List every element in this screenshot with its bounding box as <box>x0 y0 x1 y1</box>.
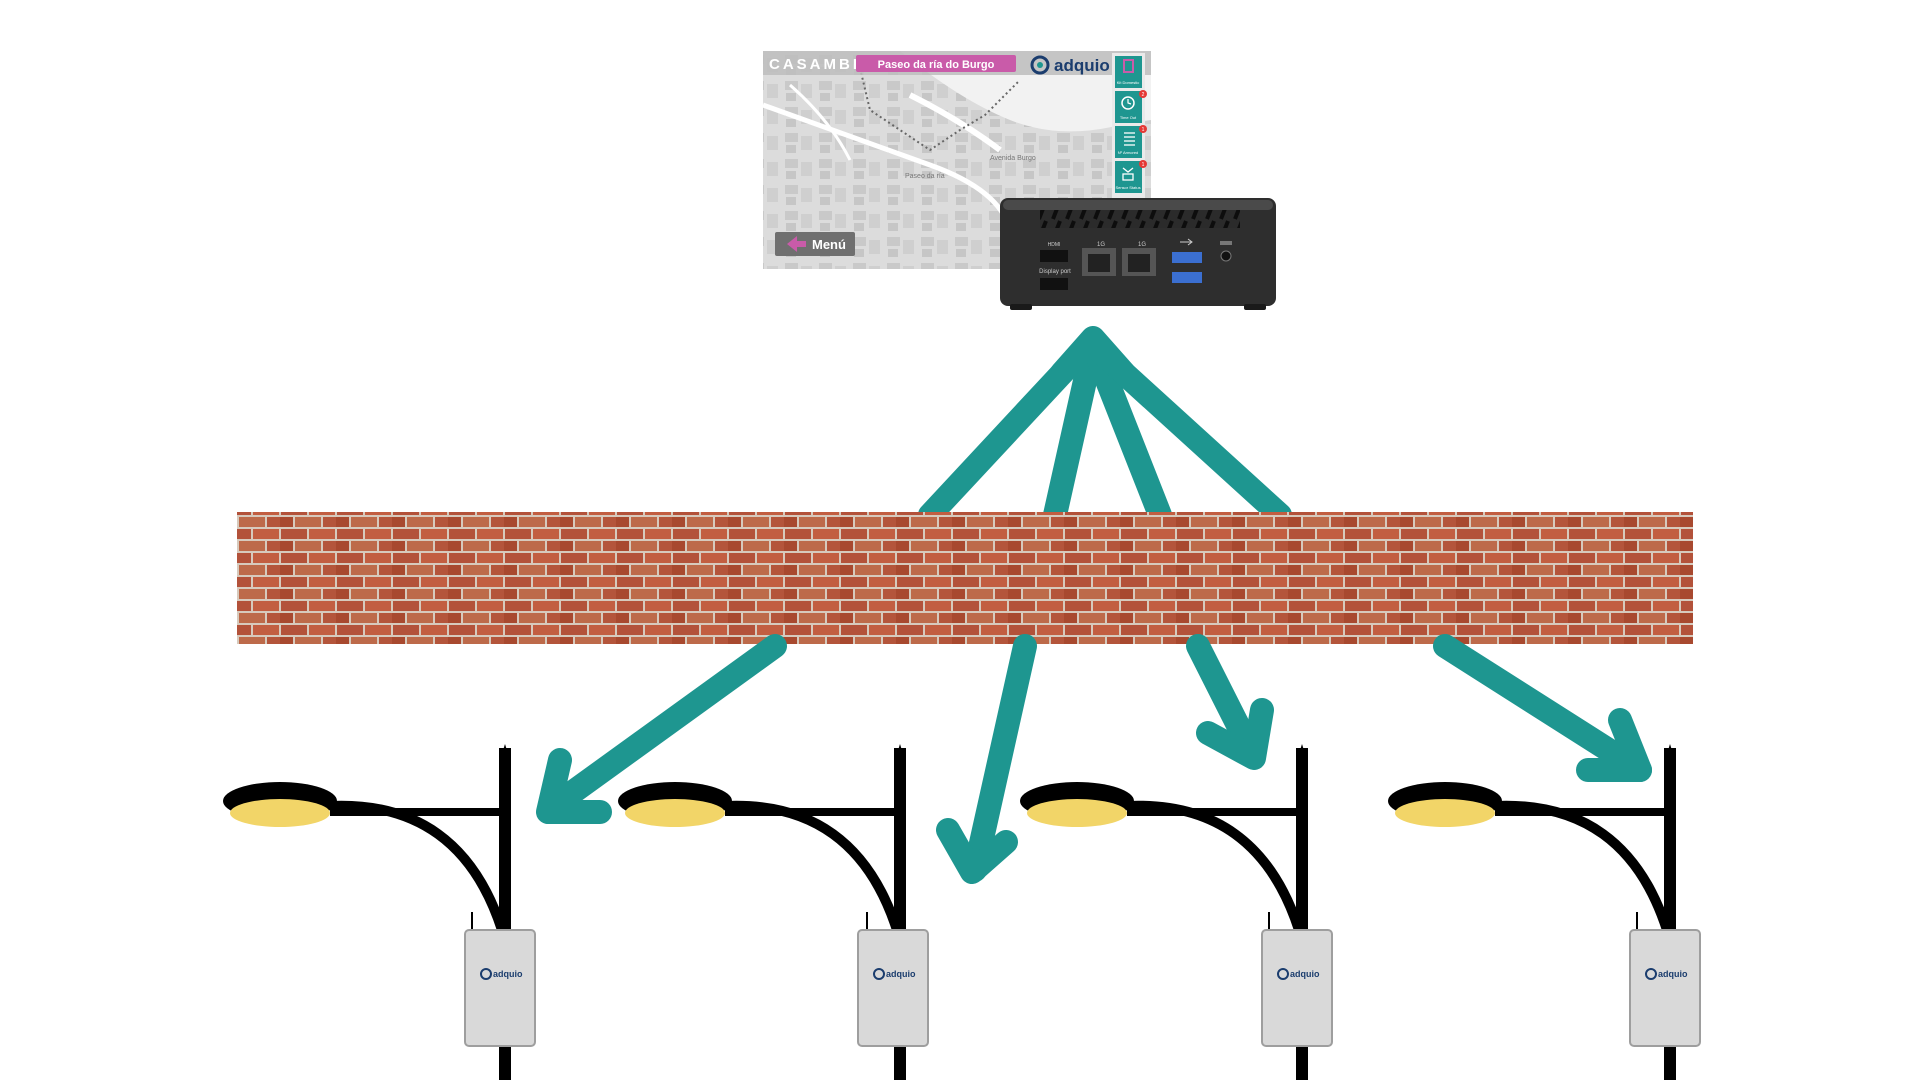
adquio-controller-4 <box>1629 929 1701 1047</box>
adquio-logo-icon <box>480 968 492 980</box>
downlink-arrows <box>536 634 1652 884</box>
uplink-arrow-3 <box>1081 333 1172 527</box>
downlink-arrow-4 <box>1433 634 1652 782</box>
hdmi-label: HDMI <box>1048 242 1061 248</box>
panel-button-kit[interactable]: Kit Domestic <box>1115 56 1142 88</box>
casambi-logo: CASAMBI <box>769 56 860 73</box>
usb-port-2 <box>1172 272 1202 283</box>
controller-label: adquio <box>1658 969 1688 979</box>
controller-label: adquio <box>886 969 916 979</box>
adquio-logo-icon <box>1030 55 1050 75</box>
badge <box>1139 90 1147 98</box>
badge <box>1139 160 1147 168</box>
vent-grille <box>1040 210 1240 228</box>
panel-button-label: Nº Armored <box>1118 150 1139 155</box>
controller-label: adquio <box>1290 969 1320 979</box>
downlink-arrow-3 <box>1186 634 1265 767</box>
displayport-port <box>1040 278 1068 290</box>
pc-foot <box>1010 304 1032 310</box>
antenna-icon <box>1122 167 1134 181</box>
menu-label: Menú <box>812 237 846 252</box>
street-lamp-1: adquio <box>223 744 536 1080</box>
badge-count: 2 <box>1142 92 1145 98</box>
brick-wall <box>237 512 1693 644</box>
ethernet-label-1: 1G <box>1097 242 1105 248</box>
lamp-light <box>1395 799 1495 827</box>
back-arrow-icon <box>787 236 806 252</box>
adquio-logo-icon <box>1277 968 1289 980</box>
badge-count: 1 <box>1142 162 1145 168</box>
street-lamp-4: adquio <box>1388 744 1701 1080</box>
usb-plug-icon <box>1123 59 1134 73</box>
street-lamp-2: adquio <box>618 744 929 1080</box>
lamp-light <box>230 799 330 827</box>
controller-label: adquio <box>493 969 523 979</box>
panel-button-armored[interactable]: Nº Armored 1 <box>1115 125 1147 158</box>
clock-icon <box>1121 96 1135 110</box>
map-street-label-1: Paseo da ría <box>905 173 945 180</box>
mini-pc: HDMI Display port 1G 1G <box>1000 198 1276 310</box>
adquio-controller-2 <box>857 929 929 1047</box>
power-jack <box>1220 250 1232 262</box>
uplink-arrowhead <box>1050 326 1136 385</box>
pc-foot <box>1244 304 1266 310</box>
downlink-arrowhead-4 <box>1576 708 1652 782</box>
usb-port-1 <box>1172 252 1202 263</box>
map-street-label-2: Avenida Burgo <box>990 155 1036 162</box>
displayport-label: Display port <box>1039 269 1071 275</box>
panel-button-sensor[interactable]: Sensor Status 1 <box>1115 160 1147 193</box>
lamp-light <box>1027 799 1127 827</box>
badge-count: 1 <box>1142 127 1145 133</box>
adquio-controller-3 <box>1261 929 1333 1047</box>
panel-button-label: Sensor Status <box>1115 185 1140 190</box>
map-river-channel <box>908 92 1002 153</box>
map-road-secondary <box>789 83 852 161</box>
badge <box>1139 125 1147 133</box>
map-road <box>762 102 1013 231</box>
downlink-arrow-1 <box>543 634 787 817</box>
panel-button-timeout[interactable]: Time Out 2 <box>1115 90 1147 123</box>
panel-button-label: Kit Domestic <box>1117 80 1139 85</box>
lamp-light <box>625 799 725 827</box>
hdmi-port <box>1040 250 1068 262</box>
location-title: Paseo da ría do Burgo <box>878 59 995 71</box>
dashboard-screen: Paseo da ría Avenida Burgo CASAMBI Paseo… <box>762 51 1151 269</box>
downlink-arrow-2 <box>963 634 1037 882</box>
menu-button[interactable]: Menú <box>775 232 855 256</box>
uplink-arrows <box>918 326 1292 527</box>
usb-icon <box>1180 238 1193 246</box>
power-icon <box>1220 241 1232 245</box>
location-title-box <box>856 55 1016 72</box>
ethernet-label-2: 1G <box>1138 242 1146 248</box>
adquio-logo-text: adquio <box>1054 56 1110 75</box>
adquio-controller-1 <box>464 929 536 1047</box>
street-lamp-3: adquio <box>1020 744 1333 1080</box>
downlink-arrowhead-3 <box>1196 698 1274 770</box>
downlink-arrowhead-1 <box>536 748 612 824</box>
uplink-arrow-2 <box>1043 333 1105 527</box>
downlink-arrowhead-2 <box>936 818 1018 884</box>
panel-button-label: Time Out <box>1120 115 1137 120</box>
list-icon <box>1124 132 1135 146</box>
adquio-logo-icon <box>873 968 885 980</box>
adquio-logo-icon <box>1645 968 1657 980</box>
